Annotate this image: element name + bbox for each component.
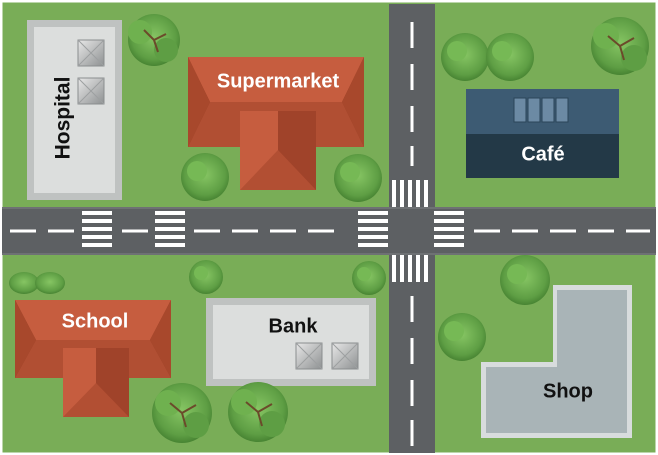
trees xyxy=(9,14,649,443)
cafe-label: Café xyxy=(521,143,564,165)
supermarket-building[interactable]: Supermarket xyxy=(188,57,364,190)
hospital-label: Hospital xyxy=(52,77,75,160)
tree xyxy=(486,33,534,81)
cafe-building[interactable]: Café xyxy=(466,89,619,178)
crosswalk-left xyxy=(82,211,112,247)
tree xyxy=(591,17,649,75)
cafe-window xyxy=(513,97,527,123)
tree xyxy=(152,383,212,443)
school-building[interactable]: School xyxy=(15,300,171,417)
bank-building[interactable]: Bank xyxy=(206,298,376,386)
tree xyxy=(228,382,288,442)
tree xyxy=(352,261,386,295)
bank-label: Bank xyxy=(269,315,319,337)
tree xyxy=(128,14,180,66)
tree xyxy=(334,154,382,202)
shop-building[interactable]: Shop xyxy=(481,285,632,438)
tree xyxy=(189,260,223,294)
cafe-window xyxy=(541,97,555,123)
school-label: School xyxy=(62,310,129,332)
cafe-window xyxy=(555,97,569,123)
crosswalk-south xyxy=(392,255,428,282)
shop-label: Shop xyxy=(543,380,593,402)
hospital-building[interactable]: Hospital xyxy=(27,20,122,200)
crosswalk-north xyxy=(392,180,428,207)
tree xyxy=(441,33,489,81)
road-network xyxy=(2,4,656,453)
tree xyxy=(438,313,486,361)
supermarket-label: Supermarket xyxy=(217,70,340,92)
tree xyxy=(500,255,550,305)
crosswalk-east xyxy=(434,211,464,247)
cafe-window xyxy=(527,97,541,123)
tree xyxy=(181,153,229,201)
crosswalk-center-left xyxy=(155,211,185,247)
crosswalk-west xyxy=(358,211,388,247)
hedge xyxy=(9,272,65,294)
